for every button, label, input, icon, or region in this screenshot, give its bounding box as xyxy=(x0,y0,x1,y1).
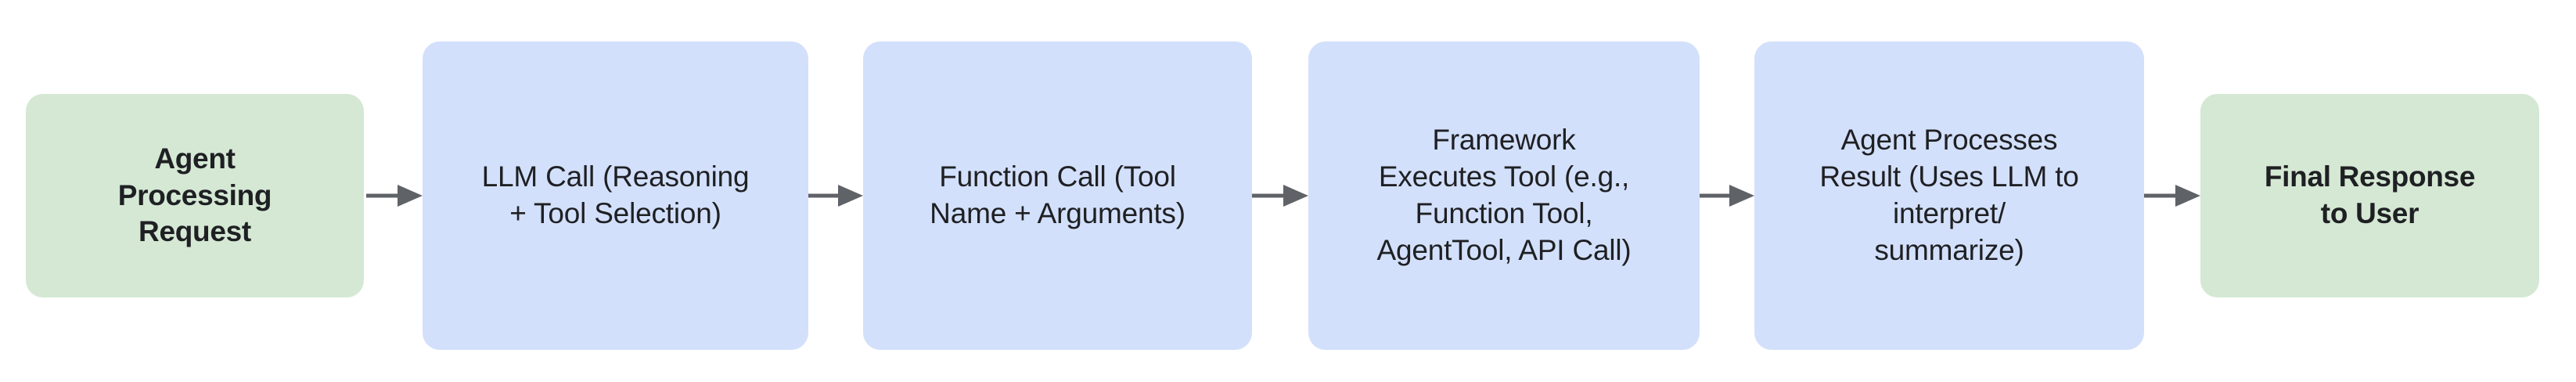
node-agent-processes-result[interactable]: Agent Processes Result (Uses LLM to inte… xyxy=(1754,41,2144,350)
connector-function-call-to-framework-executes-tool xyxy=(1252,180,1308,211)
node-function-call[interactable]: Function Call (Tool Name + Arguments) xyxy=(863,41,1252,350)
node-final-response-to-user[interactable]: Final Response to User xyxy=(2200,94,2539,297)
node-framework-executes-tool[interactable]: Framework Executes Tool (e.g., Function … xyxy=(1308,41,1700,350)
connector-agent-processes-result-to-final-response-to-user xyxy=(2144,180,2200,211)
connector-agent-processing-request-to-llm-call xyxy=(366,180,423,211)
node-label: Agent Processes Result (Uses LLM to inte… xyxy=(1819,124,2079,266)
arrow-icon xyxy=(1252,185,1308,207)
node-label: Agent Processing Request xyxy=(117,142,272,248)
node-label: Function Call (Tool Name + Arguments) xyxy=(930,160,1185,229)
node-agent-processing-request[interactable]: Agent Processing Request xyxy=(26,94,364,297)
node-label: Framework Executes Tool (e.g., Function … xyxy=(1376,124,1632,266)
arrow-icon xyxy=(366,185,423,207)
arrow-icon xyxy=(2144,185,2200,207)
connector-llm-call-to-function-call xyxy=(808,180,863,211)
node-label: Final Response to User xyxy=(2264,160,2476,229)
arrow-icon xyxy=(1700,185,1754,207)
arrow-icon xyxy=(808,185,863,207)
connector-framework-executes-tool-to-agent-processes-result xyxy=(1700,180,1754,211)
node-llm-call[interactable]: LLM Call (Reasoning + Tool Selection) xyxy=(423,41,808,350)
node-label: LLM Call (Reasoning + Tool Selection) xyxy=(481,160,750,229)
